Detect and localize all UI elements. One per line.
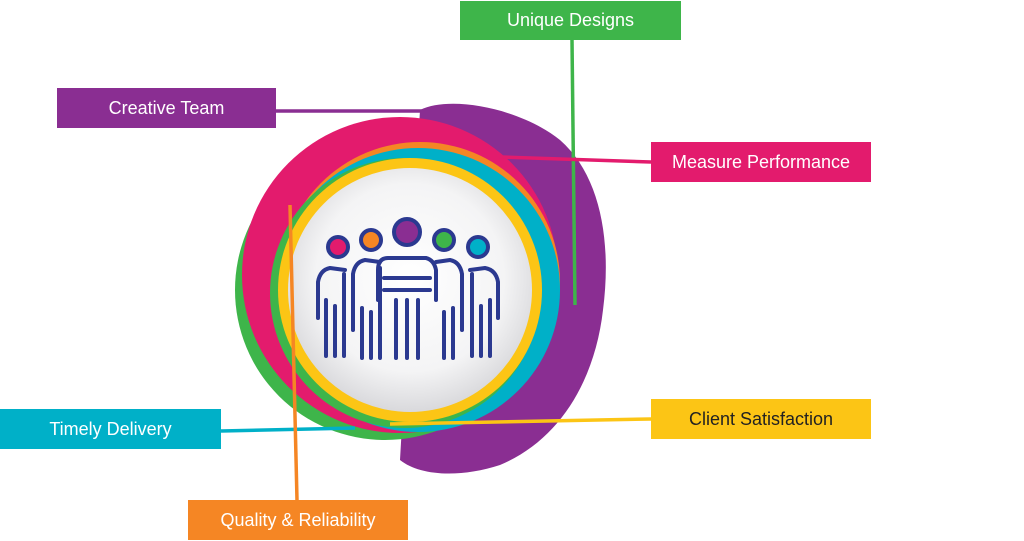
person-5 [468, 266, 500, 358]
head-purple [392, 217, 422, 247]
person-4 [434, 258, 464, 360]
connector-lines [220, 39, 652, 501]
label-quality-reliability: Quality & Reliability [188, 500, 408, 540]
head-pink [326, 235, 350, 259]
head-cyan [466, 235, 490, 259]
connector-measure [499, 155, 652, 164]
person-center [376, 256, 438, 360]
label-client-satisfaction: Client Satisfaction [651, 399, 871, 439]
head-orange [359, 228, 383, 252]
person-2 [351, 258, 382, 360]
connector-timely [220, 426, 356, 433]
connector-unique [570, 39, 577, 306]
label-creative-team: Creative Team [57, 88, 276, 128]
connector-quality [288, 204, 299, 501]
person-1 [316, 266, 347, 358]
label-unique-designs: Unique Designs [460, 1, 681, 40]
team-people-icon [316, 217, 500, 360]
label-timely-delivery: Timely Delivery [0, 409, 221, 449]
head-green [432, 228, 456, 252]
label-measure-performance: Measure Performance [651, 142, 871, 182]
connector-client [389, 417, 652, 426]
